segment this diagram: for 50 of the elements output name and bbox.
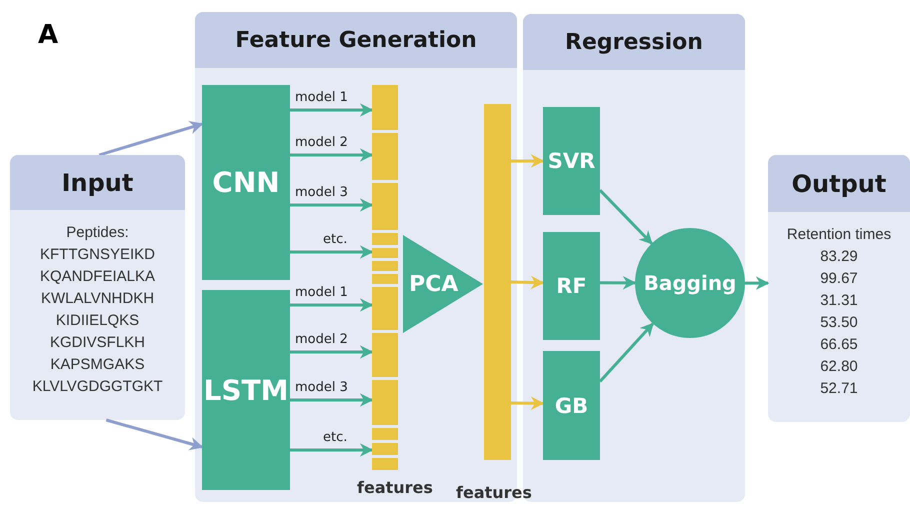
arrow xyxy=(290,443,374,457)
feature-vector-bar xyxy=(484,104,511,460)
peptide-sequence: KLVLVGDGGTGKT xyxy=(32,377,163,397)
model-box: LSTM xyxy=(202,290,290,490)
feature-vector-bar xyxy=(372,85,398,470)
peptide-sequence: KQANDFEIALKA xyxy=(40,267,156,287)
arrow xyxy=(290,198,374,212)
stage-panel xyxy=(768,155,910,422)
arrow xyxy=(598,322,654,383)
arrow xyxy=(290,393,374,407)
arrow xyxy=(598,189,653,245)
list-heading: Retention times xyxy=(786,225,892,245)
arrow xyxy=(745,276,770,290)
model-box: GB xyxy=(543,351,600,460)
arrow xyxy=(510,276,544,290)
retention-value: 83.29 xyxy=(820,247,858,267)
peptide-sequence: KFTTGNSYEIKD xyxy=(40,245,155,265)
arrow xyxy=(290,298,374,312)
arrow xyxy=(510,396,544,410)
bar-caption: features xyxy=(456,483,532,502)
arrow xyxy=(290,103,374,117)
peptide-sequence: KIDIIELQKS xyxy=(56,311,140,331)
peptide-sequence: KWLALVNHDKH xyxy=(40,289,154,309)
list-heading: Peptides: xyxy=(66,223,129,243)
retention-value: 52.71 xyxy=(820,379,858,399)
panel-header: Input xyxy=(10,155,185,210)
peptide-sequence: KAPSMGAKS xyxy=(50,355,145,375)
peptide-sequence: KGDIVSFLKH xyxy=(50,333,146,353)
stage-panel xyxy=(10,155,185,420)
arrow xyxy=(290,148,374,162)
retention-value: 53.50 xyxy=(820,313,858,333)
arrow xyxy=(290,345,374,359)
arrow xyxy=(600,276,636,290)
retention-value: 31.31 xyxy=(820,291,858,311)
panel-header: Regression xyxy=(523,14,745,70)
retention-value: 99.67 xyxy=(820,269,858,289)
arrow xyxy=(98,121,204,156)
model-box: SVR xyxy=(543,107,600,215)
panel-header: Feature Generation xyxy=(195,12,517,68)
panel-header: Output xyxy=(768,155,910,212)
panel-letter: A xyxy=(38,20,58,50)
arrow xyxy=(106,418,204,450)
retention-value: 62.80 xyxy=(820,357,858,377)
model-box: RF xyxy=(543,232,600,340)
arrow xyxy=(511,154,544,168)
bar-caption: features xyxy=(357,478,433,497)
retention-value: 66.65 xyxy=(820,335,858,355)
arrow xyxy=(290,245,374,259)
bagging-circle: Bagging xyxy=(635,228,745,338)
model-box: CNN xyxy=(202,85,290,280)
